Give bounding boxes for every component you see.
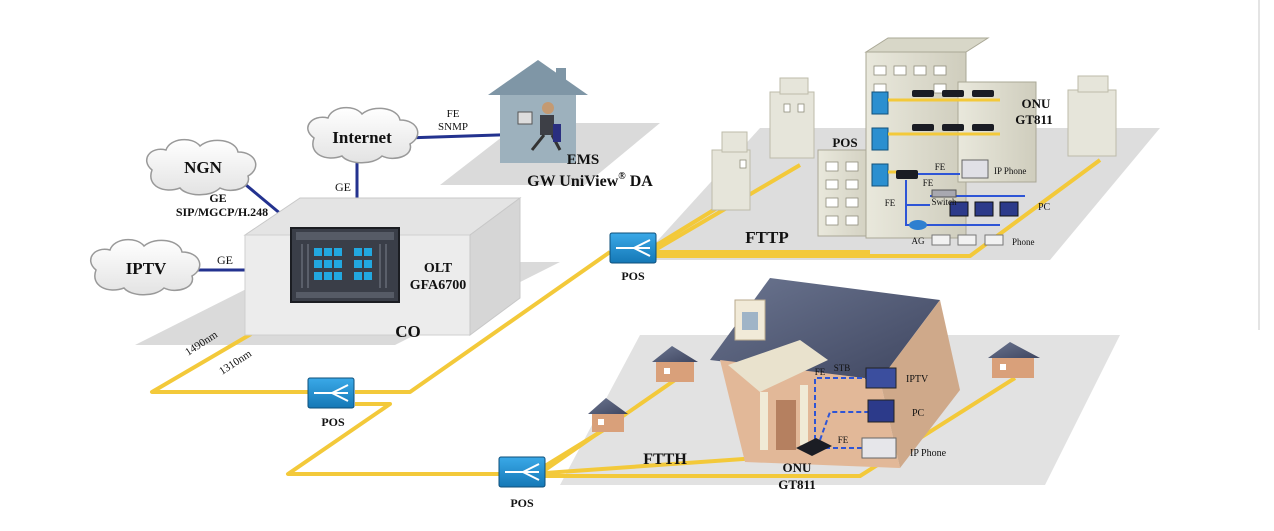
fttp-switch-label: Switch (931, 197, 957, 207)
ems-link-snmp: SNMP (438, 121, 468, 133)
co-label: CO (395, 322, 421, 341)
small-house-2 (652, 346, 698, 382)
pos-splitter-ftth (498, 456, 546, 488)
ftth-label: FTTH (643, 451, 687, 468)
fttp-onu-label: ONU (1022, 96, 1052, 111)
ftth-pc-label: PC (912, 408, 925, 419)
ftth-fe-bottom: FE (838, 435, 849, 445)
ngn-cloud: NGN (146, 138, 257, 196)
ftth-iptv-label: IPTV (906, 374, 929, 385)
ngn-link-protocols: SIP/MGCP/H.248 (176, 205, 268, 219)
small-house-1 (588, 398, 628, 432)
ems-title: EMS (567, 152, 600, 168)
fttp-fe-2: FE (923, 178, 934, 188)
olt-model: GFA6700 (410, 278, 467, 293)
ftth-equipment (796, 367, 897, 459)
fttp-pc-label: PC (1038, 202, 1051, 213)
main-house (710, 278, 960, 468)
page-edge-divider (1258, 0, 1260, 330)
pos-fttp-label: POS (621, 269, 645, 283)
fttp-fe-3: FE (885, 198, 896, 208)
pos-splitter-fttp (609, 232, 657, 264)
ems-link-fe: FE (447, 108, 460, 120)
ngn-link-ge: GE (209, 191, 226, 205)
small-house-3 (988, 342, 1040, 378)
fttp-label: FTTP (745, 228, 788, 247)
ems-product: GW UniView® DA (527, 171, 653, 190)
fttp-fe-1: FE (935, 162, 946, 172)
fttp-ip-phone-label: IP Phone (994, 166, 1026, 176)
pos-splitter-mid (307, 377, 355, 409)
internet-cloud: Internet (307, 106, 419, 164)
olt-chassis (290, 227, 400, 303)
olt-label: OLT (424, 261, 453, 276)
ftth-onu-label: ONU (783, 460, 813, 475)
fttp-phone-label: Phone (1012, 237, 1035, 247)
ftth-onu-model: GT811 (778, 477, 816, 492)
iptv-label: IPTV (126, 259, 167, 278)
ftth-fe-top: FE (815, 367, 826, 377)
ftth-ip-phone-label: IP Phone (910, 448, 947, 459)
pos-building-label: POS (832, 135, 857, 150)
pos-ftth-label: POS (510, 496, 534, 510)
iptv-link-ge: GE (217, 253, 233, 267)
fttp-onu-model: GT811 (1015, 112, 1053, 127)
ftth-stb-label: STB (834, 363, 851, 373)
fttp-buildings (711, 37, 1117, 246)
internet-link-ge: GE (335, 180, 351, 194)
ems-house (488, 60, 588, 163)
ngn-label: NGN (184, 158, 223, 177)
iptv-cloud: IPTV (90, 238, 201, 296)
internet-label: Internet (332, 128, 392, 147)
fttp-ag-label: AG (912, 236, 925, 246)
pos-mid-label: POS (321, 415, 345, 429)
